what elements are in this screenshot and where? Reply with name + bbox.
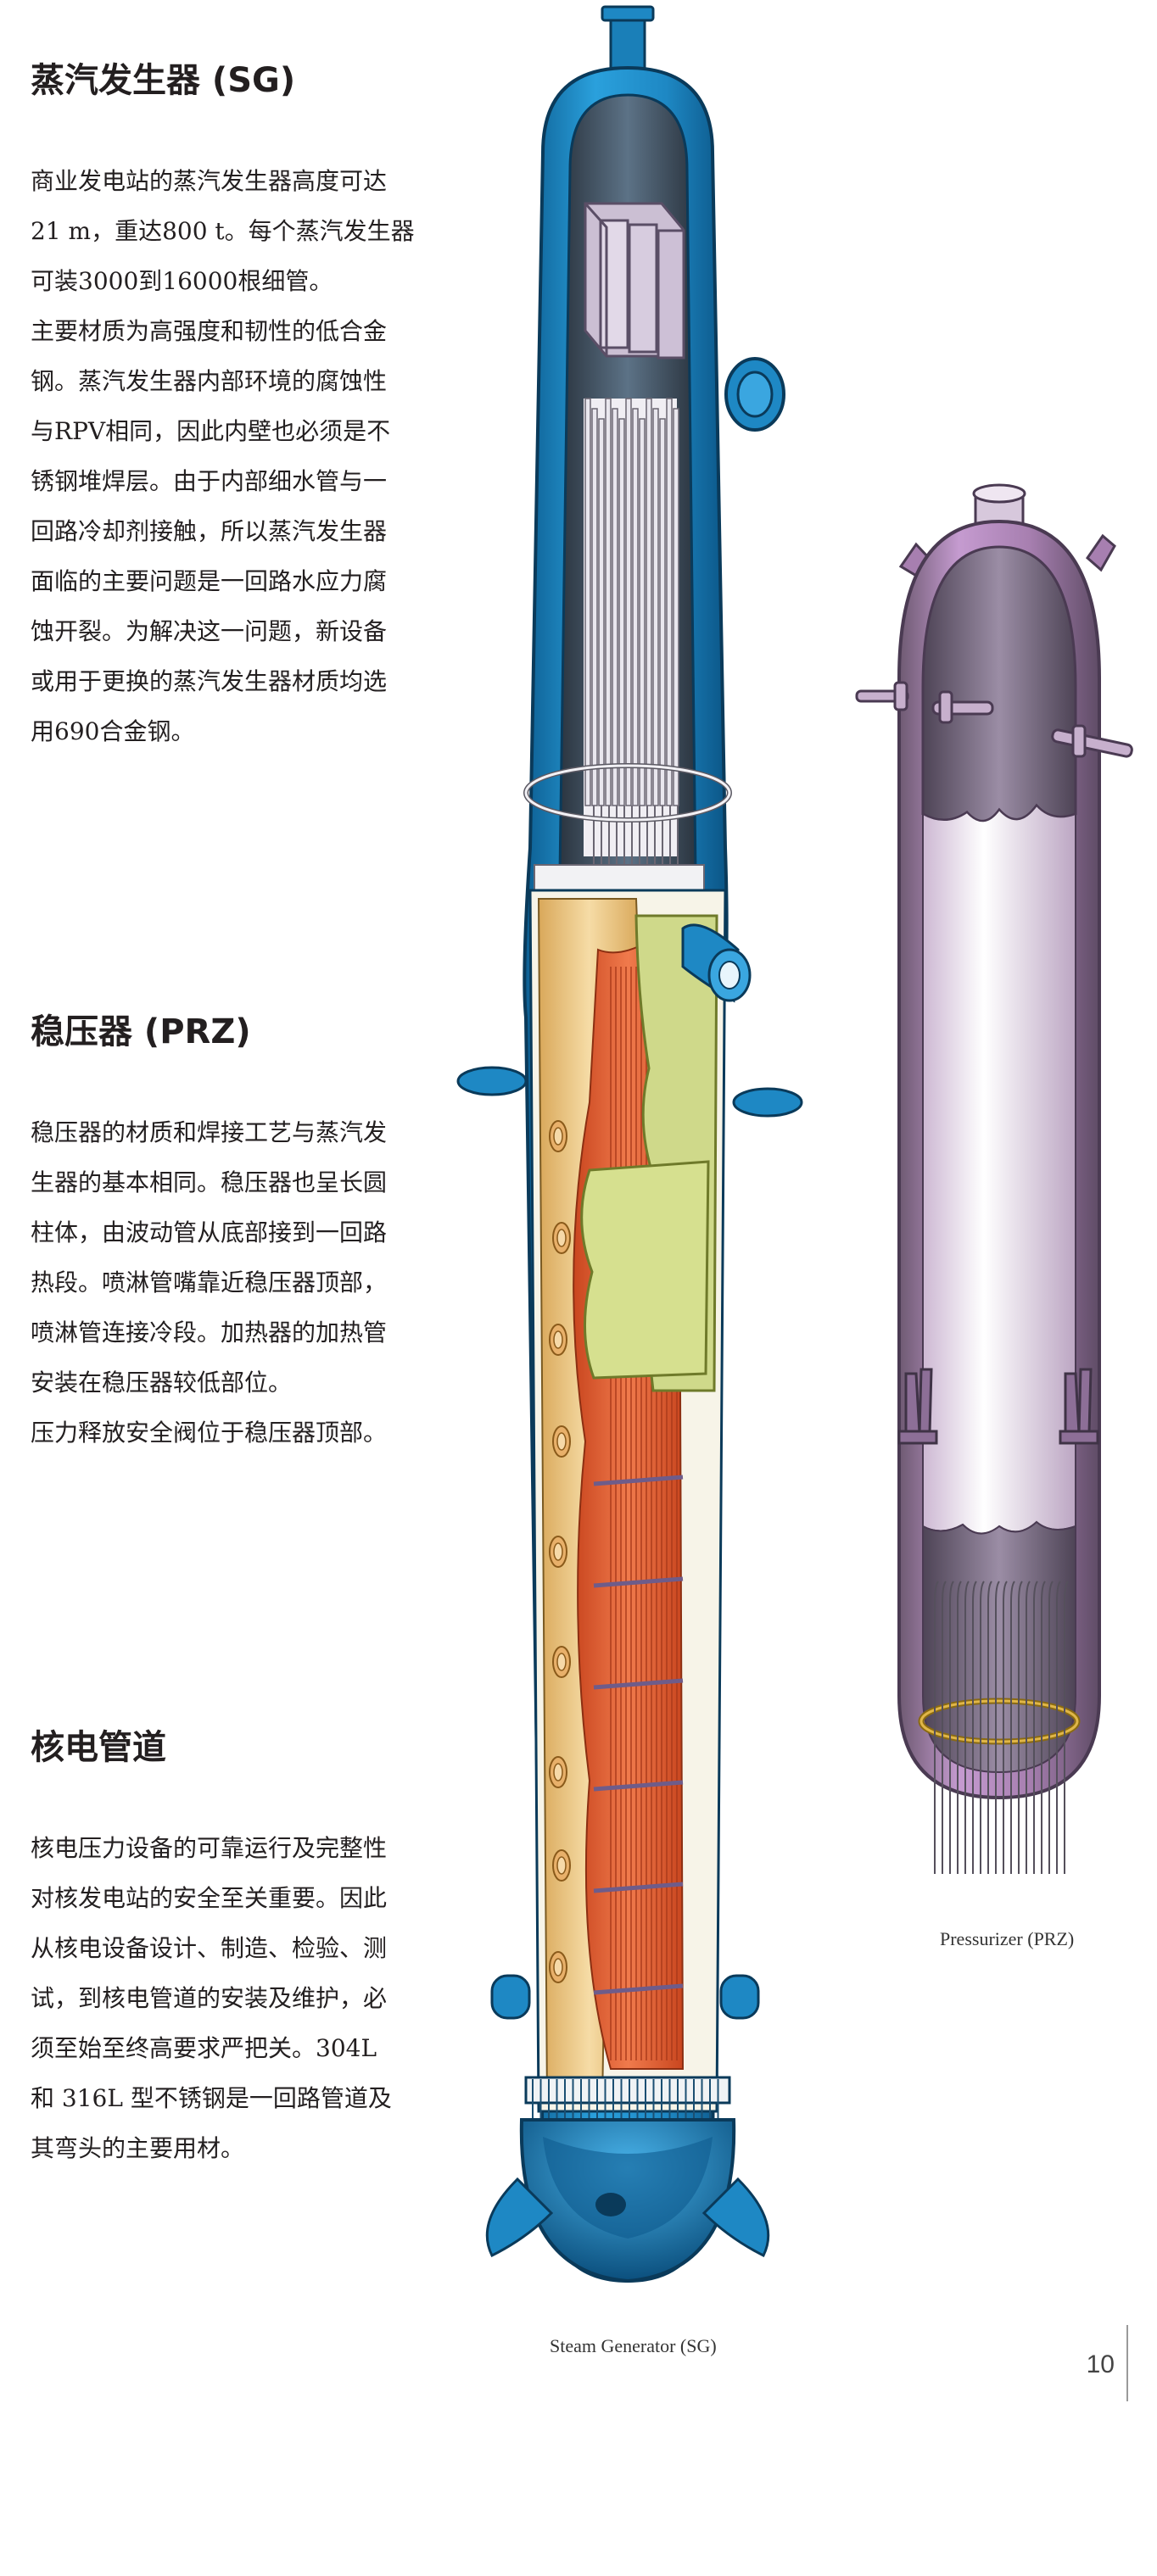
- text-line: 商业发电站的蒸汽发生器高度可达: [31, 167, 388, 195]
- text-line: 从核电设备设计、制造、检验、测: [31, 1934, 388, 1962]
- text-line: 其弯头的主要用材。: [31, 2134, 245, 2162]
- sg-section-title: 蒸汽发生器 (SG): [31, 61, 296, 100]
- moisture-separator: [584, 202, 685, 360]
- text-line: 喷淋管连接冷段。加热器的加热管: [31, 1319, 388, 1347]
- text-line: 蚀开裂。为解决这一问题，新设备: [31, 617, 388, 645]
- text-line: 试，到核电管道的安装及维护，必: [31, 1984, 388, 2012]
- prz-caption: Pressurizer (PRZ): [940, 1928, 1075, 1949]
- text-line: 对核发电站的安全至关重要。因此: [31, 1884, 388, 1912]
- text-line: 热段。喷淋管嘴靠近稳压器顶部，: [31, 1268, 388, 1296]
- text-line: 稳压器的材质和焊接工艺与蒸汽发: [31, 1118, 388, 1146]
- text-line: 安装在稳压器较低部位。: [31, 1369, 293, 1397]
- page-number: 10: [1086, 2350, 1115, 2378]
- text-line: 生器的基本相同。稳压器也呈长圆: [31, 1168, 388, 1196]
- text-line: 钢。蒸汽发生器内部环境的腐蚀性: [31, 367, 388, 395]
- sg-caption: Steam Generator (SG): [550, 2335, 717, 2356]
- text-line: 压力释放安全阀位于稳压器顶部。: [31, 1419, 388, 1447]
- text-line: 用690合金钢。: [31, 717, 195, 745]
- text-line: 和 316L 型不锈钢是一回路管道及: [31, 2084, 392, 2112]
- text-line: 可装3000到16000根细管。: [31, 267, 333, 295]
- text-line: 核电压力设备的可靠运行及完整性: [31, 1834, 388, 1862]
- piping-section-text: 核电压力设备的可靠运行及完整性 对核发电站的安全至关重要。因此 从核电设备设计、…: [31, 1823, 392, 2173]
- steam-generator-illustration: [456, 5, 803, 2283]
- piping-section-title: 核电管道: [31, 1728, 166, 1767]
- text-line: 柱体，由波动管从底部接到一回路: [31, 1218, 388, 1246]
- pressurizer-illustration: [855, 483, 1133, 1874]
- prz-section-text: 稳压器的材质和焊接工艺与蒸汽发 生器的基本相同。稳压器也呈长圆 柱体，由波动管从…: [31, 1107, 388, 1458]
- text-line: 回路冷却剂接触，所以蒸汽发生器: [31, 517, 388, 545]
- page-rule: [1126, 2325, 1128, 2401]
- text-line: 须至始至终高要求严把关。304L: [31, 2034, 377, 2062]
- text-line: 或用于更换的蒸汽发生器材质均选: [31, 667, 388, 695]
- sg-section-text: 商业发电站的蒸汽发生器高度可达 21 m，重达800 t。每个蒸汽发生器 可装3…: [31, 156, 415, 756]
- text-line: 与RPV相同，因此内壁也必须是不: [31, 417, 391, 445]
- text-line: 主要材质为高强度和韧性的低合金: [31, 317, 388, 345]
- text-line: 21 m，重达800 t。每个蒸汽发生器: [31, 217, 415, 245]
- prz-section-title: 稳压器 (PRZ): [31, 1012, 251, 1051]
- text-line: 锈钢堆焊层。由于内部细水管与一: [31, 467, 388, 495]
- text-line: 面临的主要问题是一回路水应力腐: [31, 567, 388, 595]
